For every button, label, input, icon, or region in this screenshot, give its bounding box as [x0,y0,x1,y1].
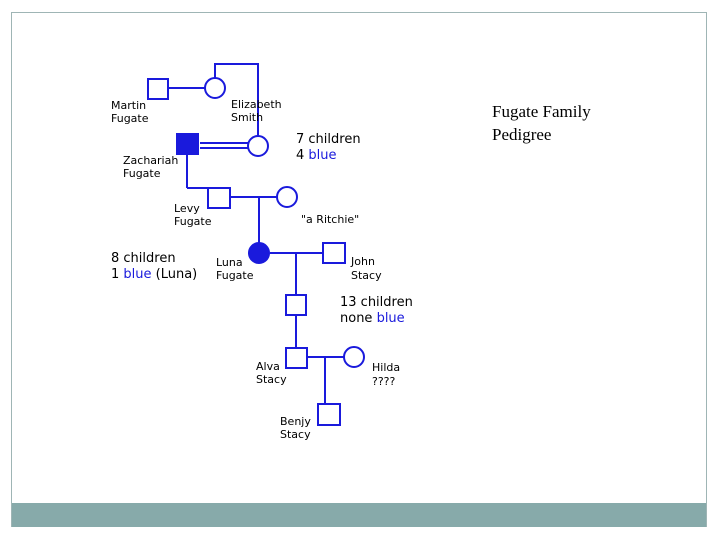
john-male-symbol [322,242,346,264]
martin-name: Martin [111,99,146,112]
title-line-2: Pedigree [492,125,552,144]
zachariah-name: Zachariah [123,154,178,167]
levy-name: Levy [174,202,200,215]
slide-frame [11,12,707,527]
gen1-note-children: 7 children [296,132,361,147]
gen2-note-children: 8 children [111,251,176,266]
luna-affected-female-symbol [248,242,270,264]
elizabeth-female-symbol [204,77,226,99]
martin-surname: Fugate [111,112,149,125]
martin-male-symbol [147,78,169,100]
slide-title: Fugate Family Pedigree [492,100,652,146]
footer-bar [12,503,706,527]
ritchie-female-symbol [276,186,298,208]
alva-surname: Stacy [256,373,287,386]
gen2-note-blue: 1 blue (Luna) [111,267,197,282]
zachariah-affected-male-symbol [176,133,199,155]
ritchie-name: "a Ritchie" [301,213,359,226]
gen4-child-male-symbol [285,294,307,316]
zachariah-surname: Fugate [123,167,161,180]
elizabeth-surname: Smith [231,111,263,124]
hilda-surname: ???? [372,375,396,388]
luna-surname: Fugate [216,269,254,282]
benjy-male-symbol [317,403,341,426]
gen3-note-blue: none blue [340,311,405,326]
elizabeth-name: Elizabeth [231,98,282,111]
levy-surname: Fugate [174,215,212,228]
john-surname: Stacy [351,269,382,282]
luna-name: Luna [216,256,243,269]
benjy-surname: Stacy [280,428,311,441]
alva-male-symbol [285,347,308,369]
gen3-note-children: 13 children [340,295,413,310]
levy-male-symbol [207,187,231,209]
elizabeth-second-female-symbol [247,135,269,157]
john-name: John [350,255,375,268]
title-line-1: Fugate Family [492,102,591,121]
descent-line-gen1 [214,63,259,136]
benjy-name: Benjy [280,415,311,428]
hilda-female-symbol [343,346,365,368]
alva-name: Alva [256,360,280,373]
gen1-note-blue: 4 blue [296,148,337,163]
hilda-name: Hilda [372,361,400,374]
